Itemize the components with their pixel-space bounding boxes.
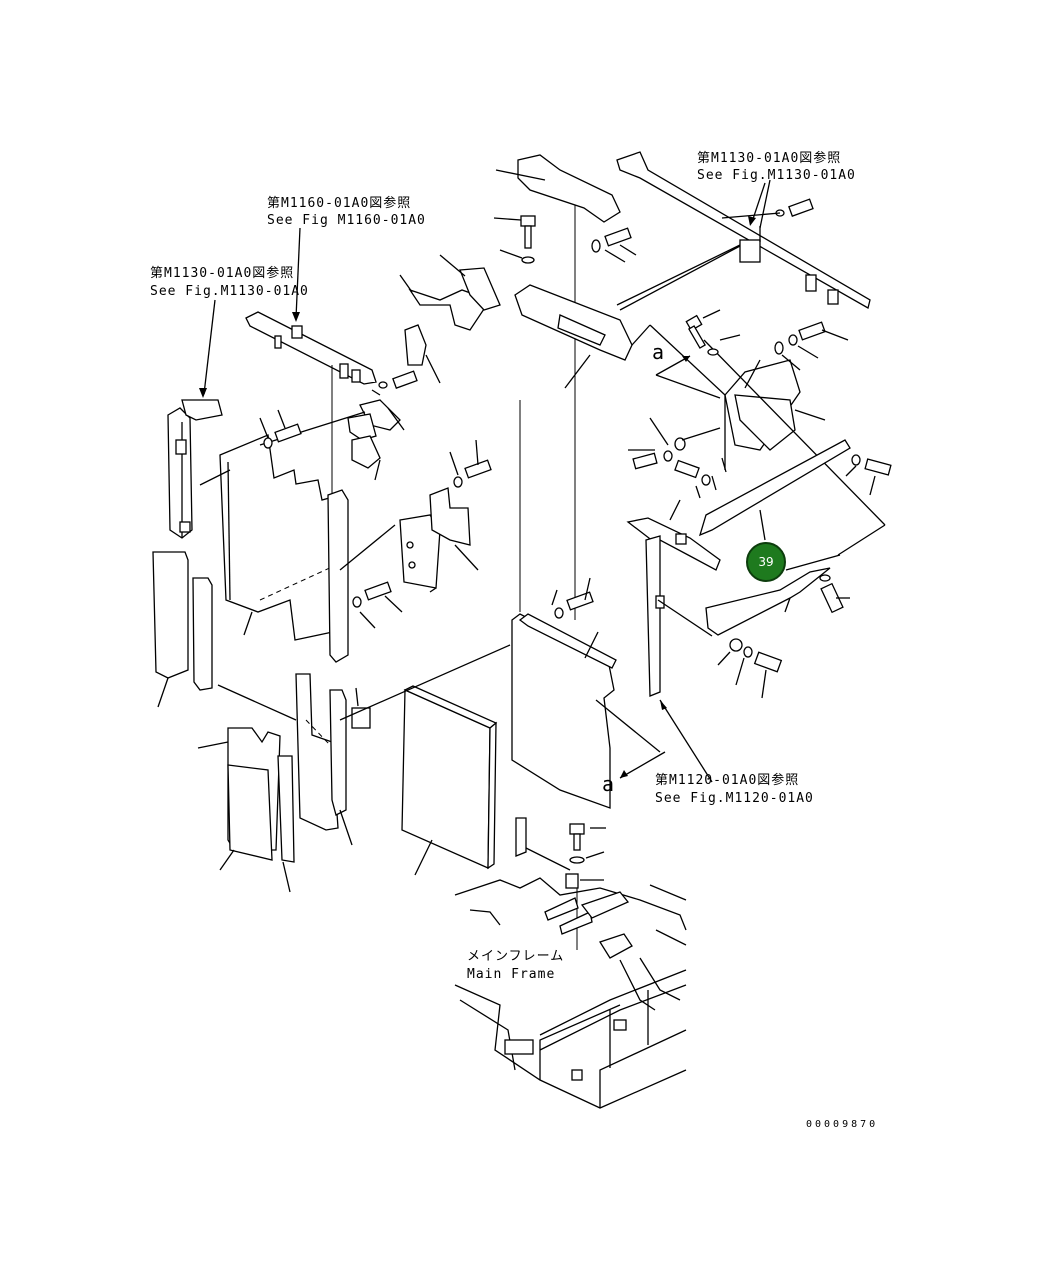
- left-vertical-post: [167, 399, 223, 539]
- bolt-center-c: [352, 581, 403, 629]
- ref-bottom-right-en: See Fig.M1120-01A0: [655, 791, 814, 806]
- ref-top-right-en: See Fig.M1130-01A0: [697, 168, 856, 183]
- ref-left-en: See Fig.M1130-01A0: [150, 284, 309, 299]
- right-center-panel: [511, 400, 661, 809]
- left-foam-strips: [152, 551, 297, 721]
- right-upper-wedge: [703, 339, 886, 526]
- view-arrow-upper: [655, 355, 721, 399]
- arrow-m1120: [659, 699, 713, 783]
- main-frame-label-jp: メインフレーム: [467, 949, 565, 964]
- lower-center-panel: [295, 673, 371, 846]
- ref-top-right-jp: 第M1130-01A0図参照: [697, 151, 842, 166]
- ref-top-mid-jp: 第M1160-01A0図参照: [267, 196, 412, 211]
- main-frame-label-en: Main Frame: [467, 967, 556, 982]
- right-vertical-post: [626, 499, 721, 697]
- lower-hardware-stack: [515, 817, 606, 950]
- bolt-center-b: [449, 439, 492, 488]
- bolt-right-f: [819, 574, 850, 614]
- main-frame-outline: [454, 877, 687, 1109]
- ref-left-jp: 第M1130-01A0図参照: [150, 266, 295, 281]
- left-panel-side-rail: [327, 489, 349, 663]
- bolt-top-center-b: [591, 227, 637, 263]
- document-number: 00009870: [806, 1119, 879, 1130]
- upper-center-bracket: [514, 245, 741, 396]
- bolt-right-d: [674, 457, 727, 499]
- view-mark-lower: a: [602, 772, 615, 796]
- spacer-block: [339, 487, 479, 593]
- top-cover-plate: [495, 154, 621, 620]
- angle-bracket-upper: [399, 254, 501, 331]
- bolt-right-g: [717, 638, 783, 699]
- clamp-pieces: [347, 399, 405, 481]
- lower-left-cushions: [197, 727, 295, 893]
- center-cushion-board: [339, 644, 511, 876]
- ref-bottom-right-jp: 第M1120-01A0図参照: [655, 773, 800, 788]
- bolt-left-a: [259, 409, 302, 449]
- part-callout-39[interactable]: 39: [746, 542, 786, 582]
- view-arrow-lower: [619, 751, 666, 779]
- bolt-right-e: [845, 454, 892, 496]
- bolt-right-c: [628, 417, 721, 470]
- view-mark-upper: a: [652, 340, 665, 364]
- ref-top-mid-en: See Fig M1160-01A0: [267, 213, 426, 228]
- left-upper-rail: [245, 311, 377, 495]
- long-strip-plate: [698, 439, 851, 541]
- bolt-right-b: [774, 321, 849, 371]
- clip-block: [404, 324, 441, 384]
- right-lower-wedge: [705, 524, 886, 636]
- bolt-upper-left: [371, 370, 418, 396]
- bolt-top-right: [721, 198, 814, 219]
- bolt-right-a: [685, 309, 741, 356]
- bolt-top-center: [493, 215, 536, 264]
- bolt-center-d: [551, 577, 594, 619]
